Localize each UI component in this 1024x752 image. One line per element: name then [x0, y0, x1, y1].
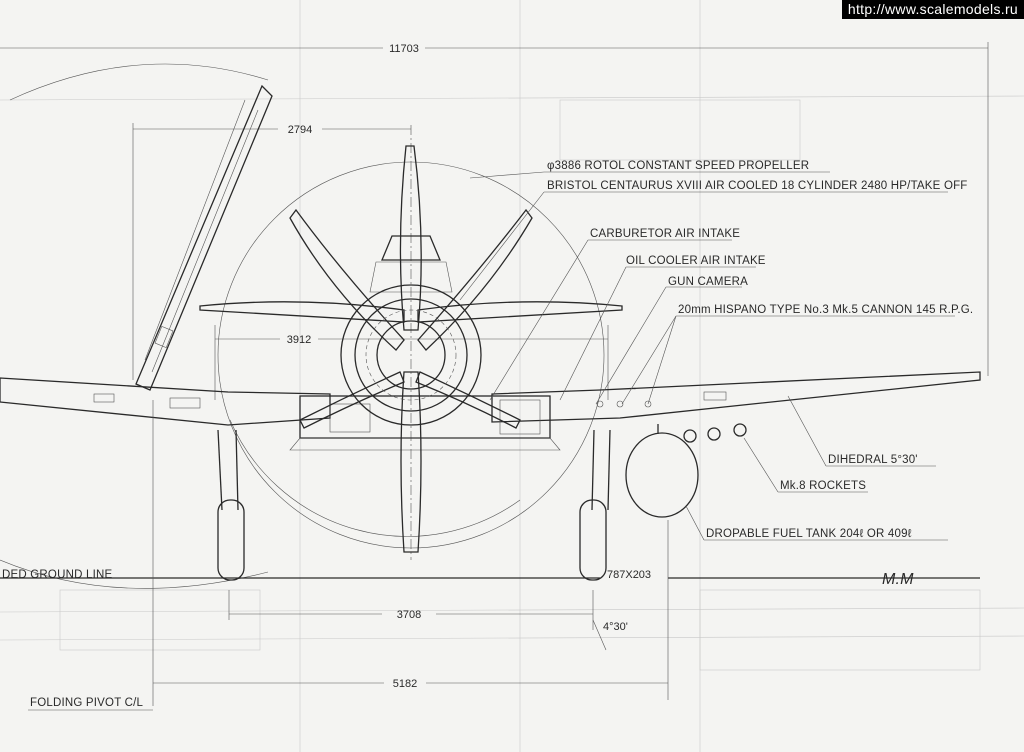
- watermark: http://www.scalemodels.ru: [841, 0, 1024, 19]
- callout-cannon: 20mm HISPANO TYPE No.3 Mk.5 CANNON 145 R…: [621, 304, 973, 405]
- callout-gun-camera-text: GUN CAMERA: [668, 276, 748, 288]
- callout-oil-cooler-text: OIL COOLER AIR INTAKE: [626, 255, 766, 267]
- dim-folded-value: 2794: [288, 124, 312, 136]
- folded-wing: [135, 84, 273, 391]
- callout-rockets: Mk.8 ROCKETS: [743, 437, 868, 493]
- drop-tank: [625, 424, 699, 518]
- callout-cannon-text: 20mm HISPANO TYPE No.3 Mk.5 CANNON 145 R…: [678, 304, 973, 316]
- fuselage: [289, 235, 561, 451]
- ground-line: DED GROUND LINE: [0, 569, 980, 581]
- wheel-angle-value: 4°30': [603, 621, 628, 633]
- wheel-angle-marker: 4°30': [592, 619, 628, 651]
- ground-line-label: DED GROUND LINE: [2, 569, 112, 581]
- tyre-size: 787X203: [607, 569, 651, 581]
- callout-gun-camera: GUN CAMERA: [595, 276, 748, 405]
- callout-carburetor: CARBURETOR AIR INTAKE: [489, 228, 740, 401]
- dim-track-value: 3708: [397, 609, 421, 621]
- engine-cowling: [340, 284, 482, 426]
- callout-dihedral: DIHEDRAL 5°30': [787, 395, 936, 467]
- dim-pivot: 5182: [152, 400, 669, 706]
- rockets: [683, 423, 747, 443]
- signature: M.M: [882, 571, 914, 588]
- callout-propeller-text: φ3886 ROTOL CONSTANT SPEED PROPELLER: [547, 160, 809, 172]
- dim-pivot-value: 5182: [393, 678, 417, 690]
- dim-folded: 2794: [132, 123, 411, 380]
- dim-inner-wing-value: 3912: [287, 334, 311, 346]
- folding-pivot: FOLDING PIVOT C/L: [28, 697, 153, 711]
- callout-engine-text: BRISTOL CENTAURUS XVIII AIR COOLED 18 CY…: [547, 180, 968, 192]
- landing-gear-right: [579, 429, 611, 581]
- dim-span-value: 11703: [389, 43, 419, 55]
- arcs: [0, 63, 605, 589]
- landing-gear-left: [217, 429, 245, 581]
- dim-inner-wing: 3912: [214, 325, 609, 400]
- wings: [0, 371, 981, 426]
- callout-carburetor-text: CARBURETOR AIR INTAKE: [590, 228, 740, 240]
- dim-span: 11703: [0, 42, 989, 376]
- folding-pivot-label: FOLDING PIVOT C/L: [30, 697, 144, 709]
- callout-engine: BRISTOL CENTAURUS XVIII AIR COOLED 18 CY…: [459, 180, 968, 301]
- callout-fuel-tank-text: DROPABLE FUEL TANK 204ℓ OR 409ℓ: [706, 528, 912, 540]
- callout-fuel-tank: DROPABLE FUEL TANK 204ℓ OR 409ℓ: [685, 505, 948, 541]
- callout-dihedral-text: DIHEDRAL 5°30': [828, 454, 918, 466]
- callout-oil-cooler: OIL COOLER AIR INTAKE: [559, 255, 766, 401]
- dim-track: 3708: [228, 590, 594, 630]
- callout-propeller: φ3886 ROTOL CONSTANT SPEED PROPELLER: [469, 160, 830, 179]
- callout-rockets-text: Mk.8 ROCKETS: [780, 480, 866, 492]
